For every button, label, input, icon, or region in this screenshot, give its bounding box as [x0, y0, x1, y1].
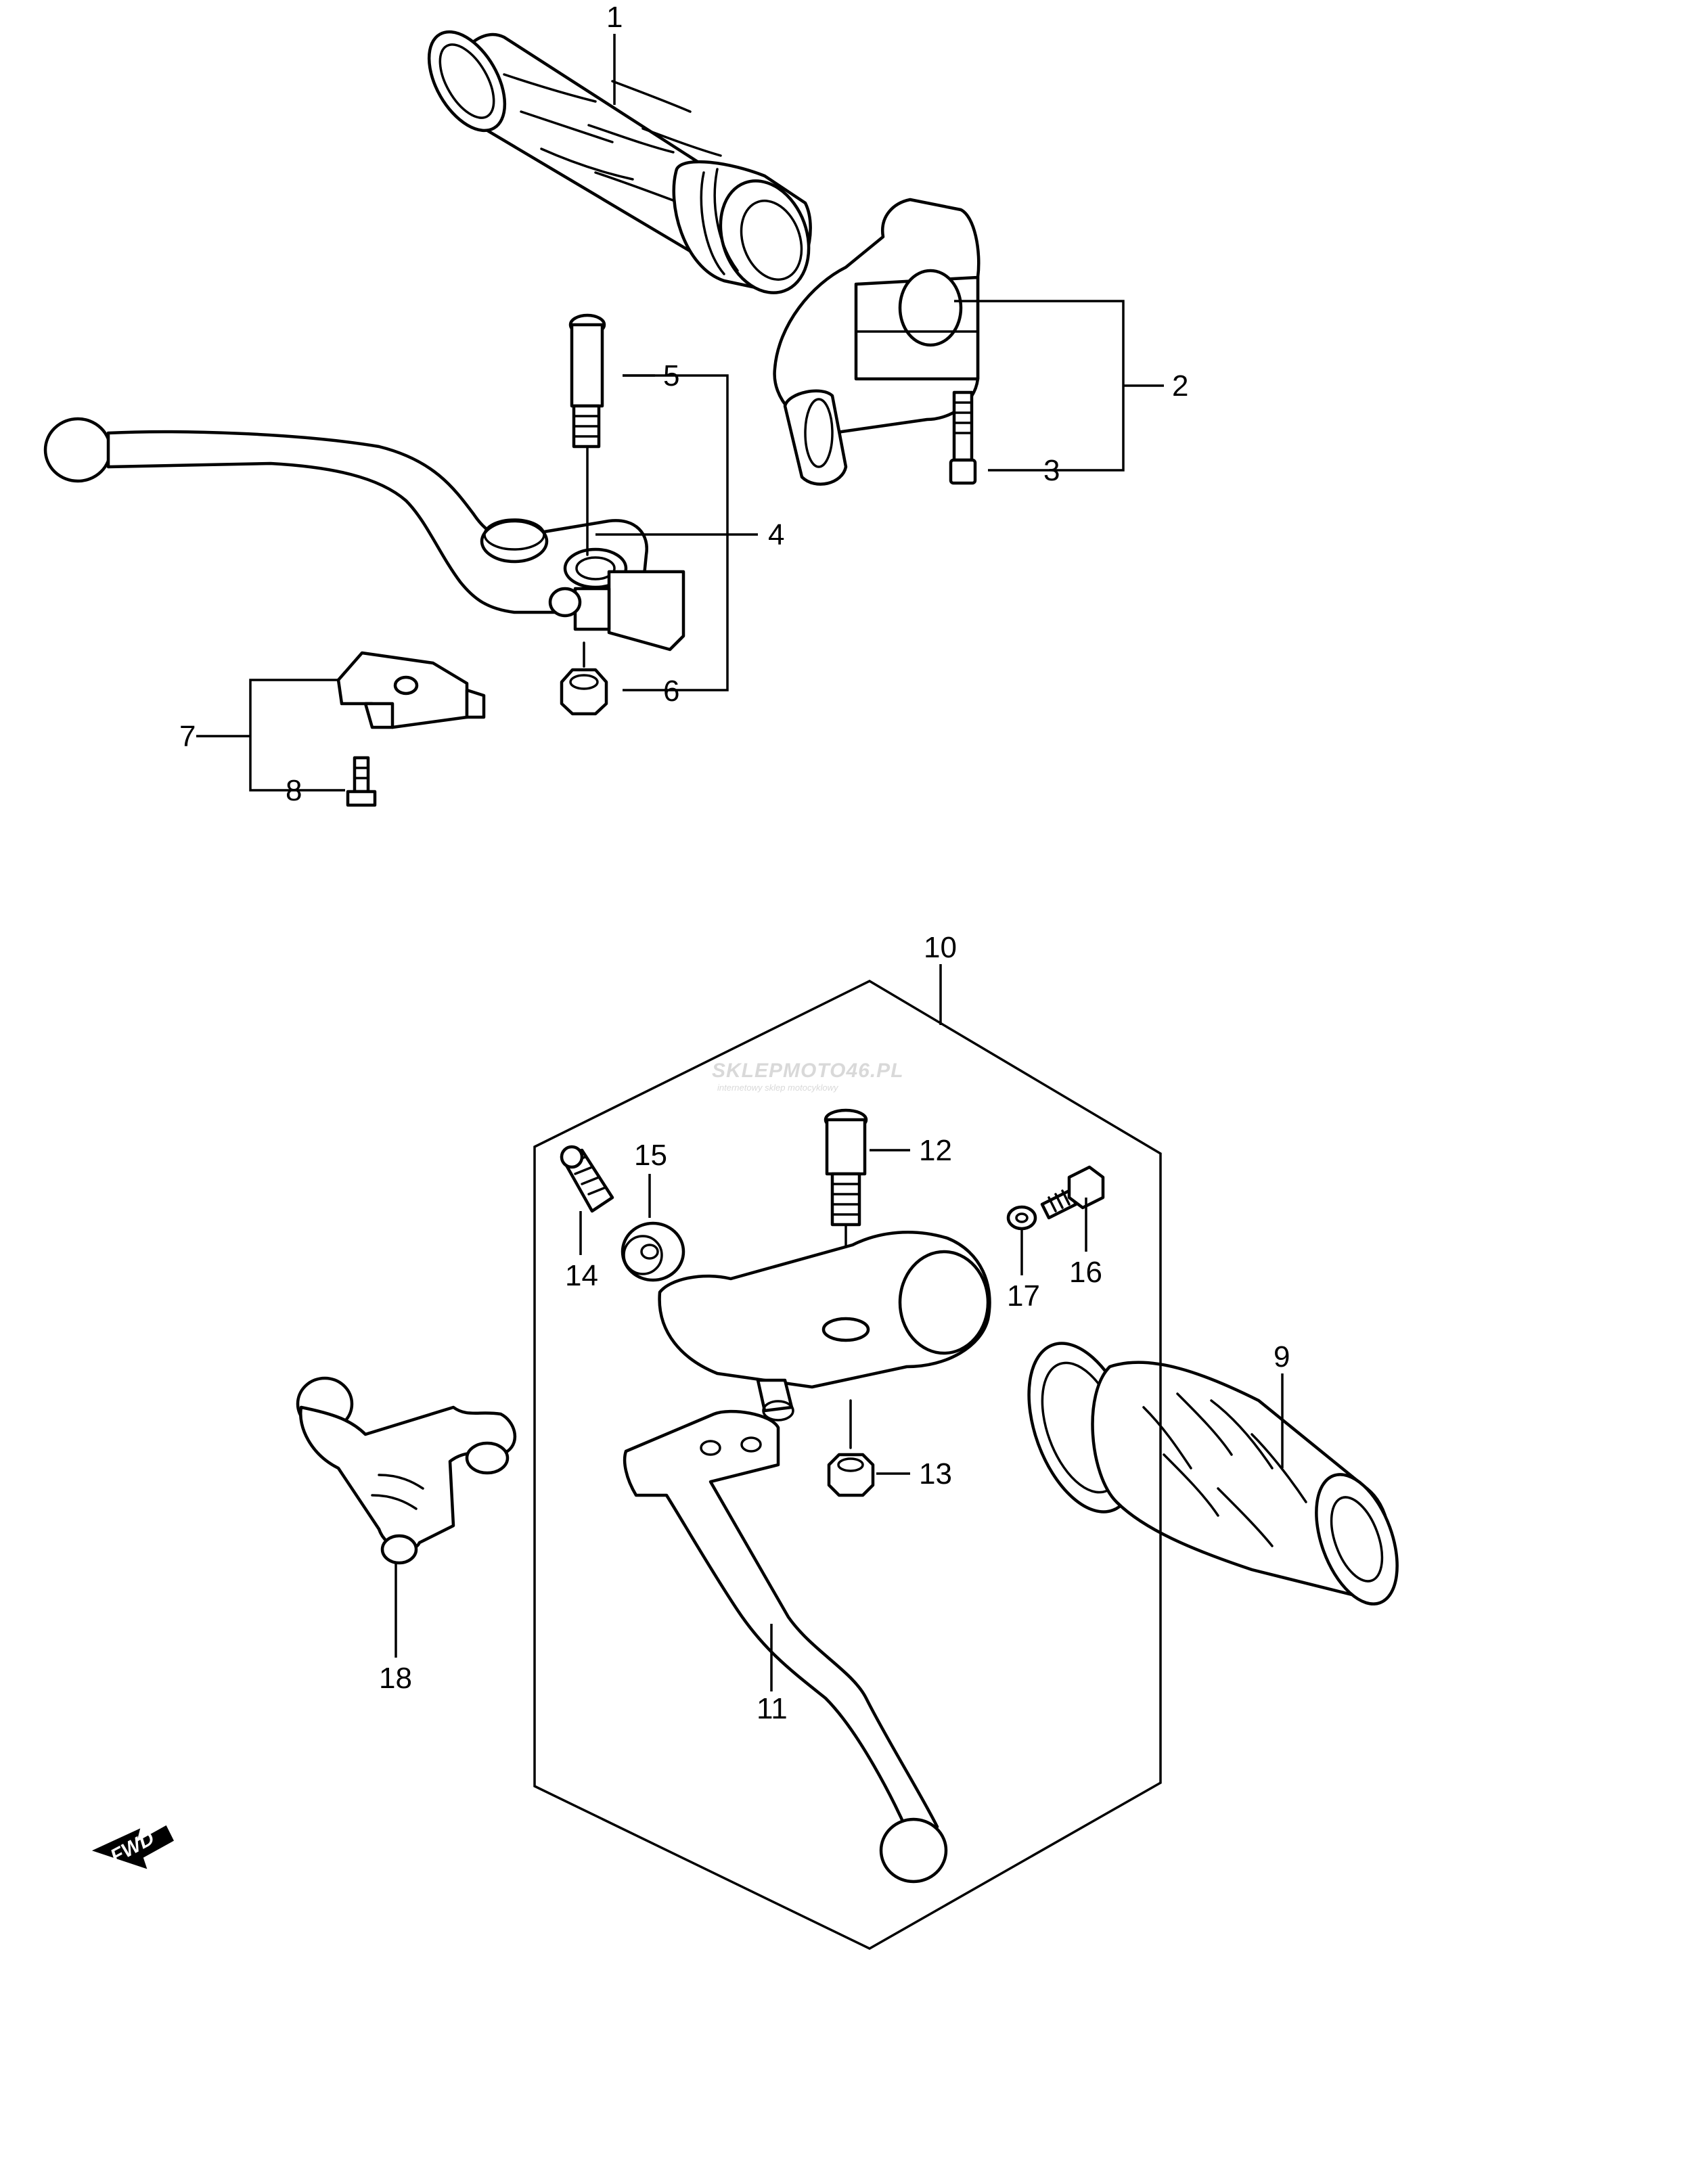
- clutch-bracket: [658, 1231, 991, 1421]
- watermark-brand: SKLEPMOTO46.PL: [712, 1060, 904, 1082]
- clutch-lever-assembly-outline: [533, 980, 1162, 1950]
- callout-2: 2: [1172, 369, 1188, 403]
- callout-13: 13: [919, 1457, 952, 1491]
- adjuster-wheel: [621, 1221, 685, 1282]
- callout-10: 10: [924, 931, 957, 964]
- callout-3: 3: [1043, 454, 1060, 487]
- lever-nut: [560, 641, 608, 716]
- callout-4: 4: [768, 518, 784, 551]
- watermark-brand-main: SKLEPMOTO: [712, 1060, 846, 1082]
- washer: [1006, 1205, 1037, 1231]
- callout-9: 9: [1274, 1340, 1290, 1373]
- switch-screw: [346, 756, 377, 807]
- clutch-lever: [623, 1409, 948, 1884]
- watermark-brand-number: 46: [845, 1060, 870, 1082]
- clutch-nut: [827, 1399, 875, 1497]
- callout-16: 16: [1069, 1256, 1102, 1289]
- throttle-grip: [427, 30, 812, 294]
- bracket-clamp-bolt: [1040, 1165, 1105, 1220]
- clutch-pivot-bolt: [824, 1108, 868, 1314]
- brake-light-switch: [336, 651, 486, 729]
- cable-adjuster: [560, 1145, 614, 1213]
- callout-7: 7: [179, 720, 196, 753]
- callout-18: 18: [379, 1662, 412, 1695]
- callout-15: 15: [634, 1139, 667, 1172]
- callout-labels: 1 2 3 4 5 6 7 8 9 10 11 12 13 14 15 16 1…: [179, 1, 1290, 1725]
- callout-14: 14: [565, 1259, 598, 1292]
- throttle-housing: [773, 198, 981, 486]
- lever-pivot-bolt: [568, 313, 606, 556]
- watermark-tagline: internetowy sklep motocyklowy: [717, 1083, 839, 1093]
- left-handlebar-grip: [1027, 1342, 1399, 1606]
- callout-12: 12: [919, 1134, 952, 1167]
- callout-8: 8: [286, 774, 302, 807]
- clutch-switch: [296, 1376, 516, 1565]
- callout-6: 6: [663, 675, 679, 708]
- callout-5: 5: [663, 359, 679, 392]
- watermark-brand-suffix: .PL: [870, 1060, 904, 1082]
- callout-1: 1: [606, 1, 623, 34]
- callout-17: 17: [1007, 1279, 1040, 1313]
- leader-lines: [196, 34, 1284, 1691]
- housing-screw: [949, 390, 977, 485]
- watermark: SKLEPMOTO46.PL internetowy sklep motocyk…: [712, 1060, 904, 1093]
- forward-arrow: FWD: [91, 1825, 174, 1869]
- callout-11: 11: [757, 1692, 788, 1725]
- front-brake-lever: [43, 417, 685, 652]
